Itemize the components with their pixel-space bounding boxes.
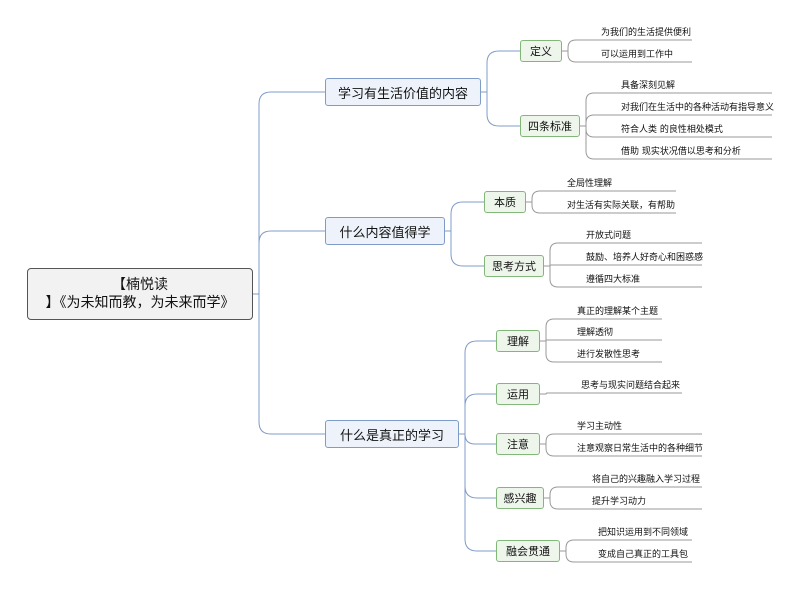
sub-topic-understand[interactable]: 理解 [496,330,540,352]
main-topic-life-value[interactable]: 学习有生活价值的内容 [325,78,481,106]
sub-topic-label: 感兴趣 [503,492,537,505]
leaf-topic[interactable]: 借助 现实状况借以思考和分析 [621,147,741,157]
connector-leaf-underline [580,125,772,160]
main-topic-label: 什么内容值得学 [339,225,431,241]
connector-leaf-underline [560,539,692,552]
connector-main-sub [445,201,484,232]
connector-root-main [253,91,325,295]
leaf-topic[interactable]: 对我们在生活中的各种活动有指导意义 [621,103,775,113]
sub-topic-label: 注意 [507,438,529,451]
connector-leaf-underline [544,486,702,499]
connector-leaf-underline [544,265,702,288]
leaf-topic[interactable]: 把知识运用到不同领域 [598,528,689,538]
leaf-topic[interactable]: 提升学习动力 [592,497,647,507]
leaf-topic[interactable]: 对生活有实际关联，有帮助 [567,201,676,211]
main-topic-worth-learning[interactable]: 什么内容值得学 [325,217,445,245]
connector-leaf-underline [580,92,772,127]
connector-leaf-underline [540,433,702,445]
sub-topic-apply[interactable]: 运用 [496,383,540,405]
main-topic-true-learning[interactable]: 什么是真正的学习 [325,420,459,448]
sub-topic-thinking-style[interactable]: 思考方式 [484,255,544,277]
sub-topic-four-standards[interactable]: 四条标准 [520,115,580,137]
leaf-topic[interactable]: 为我们的生活提供便利 [601,28,692,38]
connector-main-sub [459,340,496,435]
connector-main-sub [481,91,520,127]
connector-main-sub [459,433,496,552]
leaf-topic[interactable]: 真正的理解某个主题 [577,307,659,317]
connector-leaf-underline [562,50,692,63]
connector-leaf-underline [540,339,662,342]
sub-topic-definition[interactable]: 定义 [520,40,562,62]
connector-main-sub [445,230,484,267]
leaf-topic[interactable]: 思考与现实问题结合起来 [581,381,681,391]
sub-topic-label: 理解 [507,335,529,348]
sub-topic-label: 定义 [530,45,552,58]
leaf-topic[interactable]: 可以运用到工作中 [601,50,674,60]
leaf-topic[interactable]: 学习主动性 [577,422,623,432]
leaf-topic[interactable]: 鼓励、培养人好奇心和困惑感 [586,253,704,263]
leaf-topic[interactable]: 全局性理解 [567,179,613,189]
connector-main-sub [481,50,520,93]
root-topic[interactable]: 【楠悦读 】《为未知而教，为未来而学》 [27,268,253,320]
sub-topic-label: 本质 [494,196,516,209]
connector-root-main [253,230,325,295]
leaf-topic[interactable]: 理解透彻 [577,328,614,338]
connector-leaf-underline [560,550,692,563]
leaf-topic[interactable]: 遵循四大标准 [586,275,641,285]
sub-topic-label: 思考方式 [492,260,536,273]
sub-topic-interest[interactable]: 感兴趣 [496,487,544,509]
connector-leaf-underline [544,497,702,510]
connector-leaf-underline [580,114,772,127]
leaf-topic[interactable]: 变成自己真正的工具包 [598,550,689,560]
connector-leaf-underline [540,318,662,342]
connector-root-main [253,293,325,435]
main-topic-label: 学习有生活价值的内容 [337,86,468,102]
leaf-topic[interactable]: 注意观察日常生活中的各种细节 [577,444,704,454]
connector-leaf-underline [540,340,662,363]
connector-main-sub [459,393,496,435]
connector-leaf-underline [544,264,702,267]
connector-leaf-underline [544,242,702,267]
root-topic-line-1: 【楠悦读 [112,277,168,293]
connector-leaf-underline [540,392,682,395]
sub-topic-label: 运用 [507,388,529,401]
leaf-topic[interactable]: 开放式问题 [586,231,632,241]
leaf-topic[interactable]: 符合人类 的良性相处模式 [621,125,723,135]
connector-leaf-underline [562,39,692,52]
sub-topic-essence[interactable]: 本质 [484,191,526,213]
sub-topic-label: 四条标准 [528,120,572,133]
leaf-topic[interactable]: 具备深刻见解 [621,81,676,91]
sub-topic-attention[interactable]: 注意 [496,433,540,455]
sub-topic-integrate[interactable]: 融会贯通 [496,540,560,562]
leaf-topic[interactable]: 进行发散性思考 [577,350,641,360]
connector-leaf-underline [540,443,702,457]
connector-leaf-underline [526,190,676,203]
root-topic-line-2: 】《为未知而教，为未来而学》 [45,295,235,311]
main-topic-label: 什么是真正的学习 [339,428,444,444]
leaf-topic[interactable]: 将自己的兴趣融入学习过程 [592,475,701,485]
sub-topic-label: 融会贯通 [506,545,550,558]
connector-leaf-underline [526,201,676,214]
